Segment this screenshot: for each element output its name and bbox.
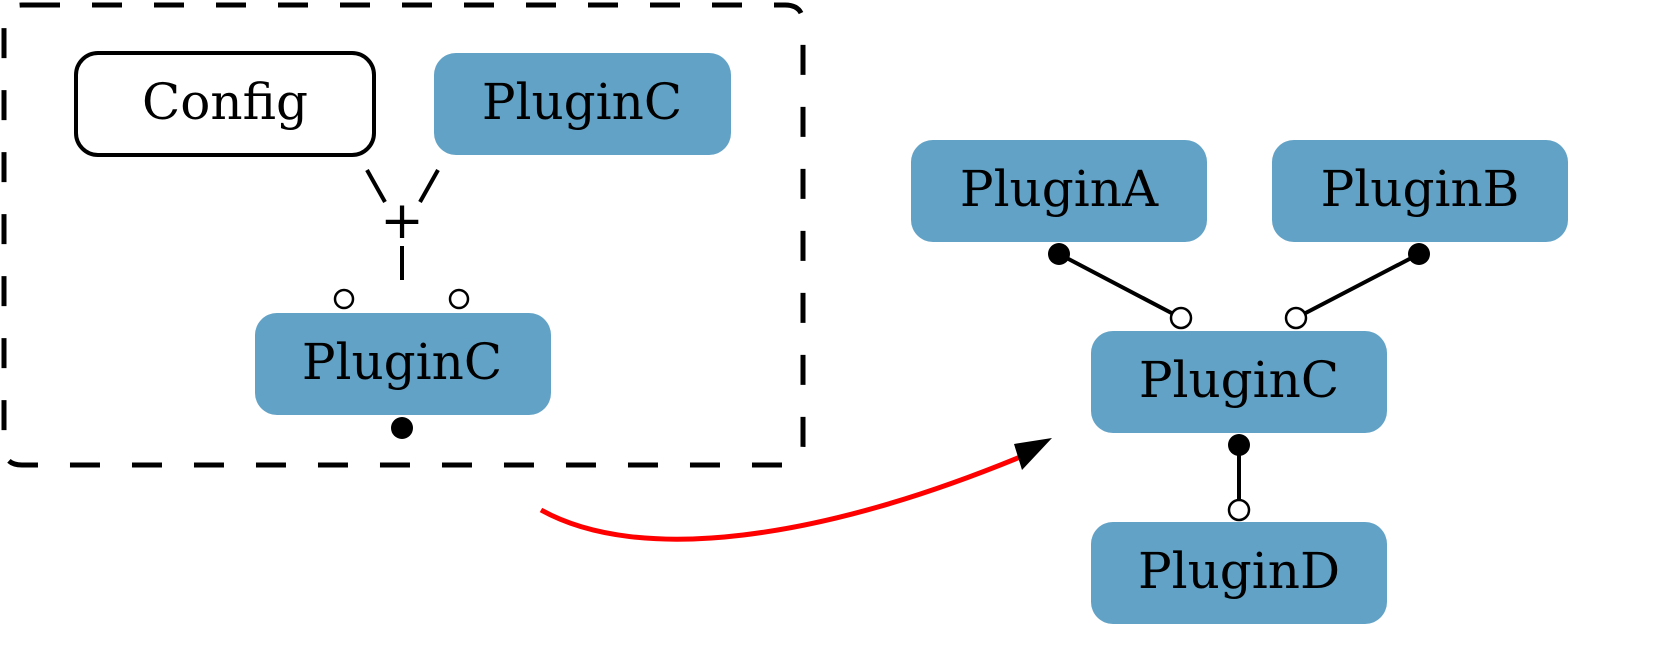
plugin-a-node[interactable]: PluginA — [911, 140, 1207, 242]
plugin-c-bottom-label: PluginC — [302, 333, 502, 391]
plugin-b-label: PluginB — [1321, 160, 1520, 218]
plugin-b-output-port-icon — [1408, 243, 1430, 265]
edge-plugin-b-to-plugin-c — [1295, 252, 1420, 320]
plugin-c-node[interactable]: PluginC — [1091, 331, 1387, 433]
dashed-group-border — [1, 2, 806, 468]
plugin-c-top-node[interactable]: PluginC — [434, 53, 731, 155]
plugin-c-top-label: PluginC — [482, 73, 682, 131]
plugin-c-output-port-icon — [1228, 434, 1250, 456]
plugin-c-to-plus-connector — [418, 169, 440, 203]
plugin-a-label: PluginA — [960, 160, 1159, 218]
plugin-a-box — [911, 140, 1207, 242]
transform-arrow — [539, 452, 1026, 542]
edge-plugin-a-to-plugin-c — [1058, 252, 1182, 320]
open-port-right-icon — [448, 288, 470, 310]
plugin-c-input-port-b-icon — [1284, 306, 1308, 330]
filled-port-icon — [391, 417, 413, 439]
plugin-d-label: PluginD — [1138, 542, 1340, 600]
plugin-c-bottom-box — [255, 313, 551, 415]
config-to-plus-connector — [365, 169, 387, 203]
plugin-c-bottom-node[interactable]: PluginC — [255, 313, 551, 415]
plugin-c-input-port-a-icon — [1169, 306, 1193, 330]
config-label: Config — [142, 73, 308, 131]
plugin-c-top-box — [434, 53, 731, 155]
plugin-c-label: PluginC — [1139, 351, 1339, 409]
plus-symbol: + — [380, 191, 424, 251]
config-node-box — [74, 51, 376, 157]
plugin-b-node[interactable]: PluginB — [1272, 140, 1568, 242]
plugin-d-box — [1091, 522, 1387, 624]
plugin-b-box — [1272, 140, 1568, 242]
open-port-left-icon — [333, 288, 355, 310]
transform-arrowhead-icon — [1014, 438, 1052, 470]
plugin-d-node[interactable]: PluginD — [1091, 522, 1387, 624]
config-node[interactable]: Config — [74, 51, 376, 157]
plugin-a-output-port-icon — [1048, 243, 1070, 265]
plugin-d-input-port-icon — [1227, 498, 1251, 522]
plugin-c-box — [1091, 331, 1387, 433]
